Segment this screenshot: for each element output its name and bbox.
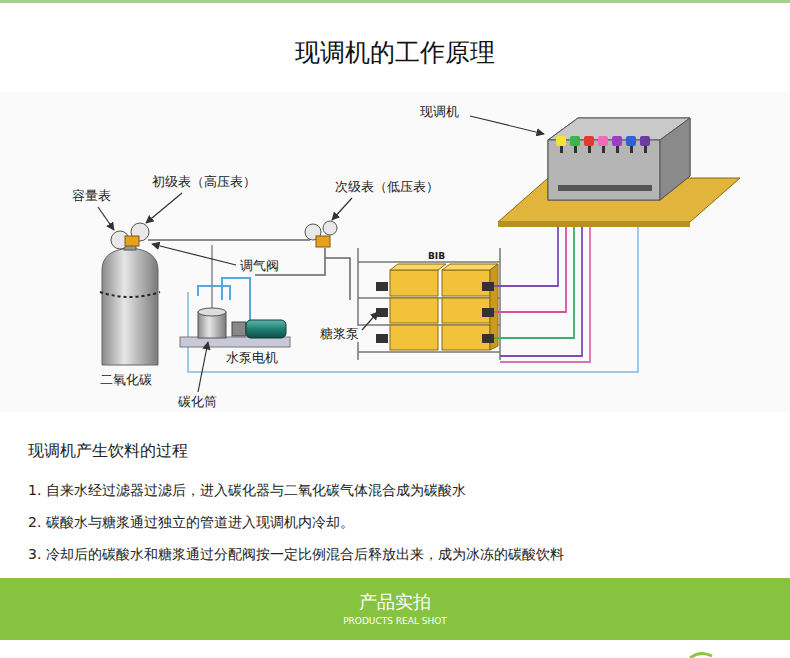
syrup-pumps <box>376 282 494 343</box>
pump-motor <box>232 320 286 338</box>
process-step: 1. 自来水经过滤器过滤后，进入碳化器与二氧化碳气体混合成为碳酸水 <box>28 482 466 499</box>
dispenser <box>548 118 690 200</box>
section-heading: 现调机产生饮料的过程 <box>28 441 188 460</box>
top-rule <box>0 0 790 3</box>
co2-cylinder <box>100 238 160 365</box>
part-label: 碳化筒 <box>176 394 219 410</box>
leader-line <box>98 116 544 392</box>
banner-title: 产品实拍 <box>359 591 431 613</box>
gas-pipe <box>148 239 310 241</box>
valves <box>556 136 650 153</box>
water-pipe <box>188 220 638 372</box>
part-label: BIB <box>428 251 445 262</box>
carbonator <box>180 308 290 347</box>
bib-boxes <box>390 264 498 350</box>
water-pipe <box>198 286 230 300</box>
diagram-ground <box>0 92 790 412</box>
corner-leaf <box>690 653 712 658</box>
part-label: 现调机 <box>418 104 461 120</box>
part-label: 调气阀 <box>238 258 281 274</box>
part-label: 水泵电机 <box>224 350 280 366</box>
process-step: 3. 冷却后的碳酸水和糖浆通过分配阀按一定比例混合后释放出来，成为冰冻的碳酸饮料 <box>28 546 564 563</box>
table-edge <box>498 222 690 227</box>
process-step: 2. 碳酸水与糖浆通过独立的管道进入现调机内冷却。 <box>28 514 354 531</box>
banner-band: 产品实拍 PRODUCTS REAL SHOT <box>0 578 790 640</box>
syrup-pipes <box>494 220 590 362</box>
part-label: 二氧化碳 <box>98 372 154 388</box>
part-label: 初级表（高压表） <box>150 174 258 190</box>
banner-subtitle: PRODUCTS REAL SHOT <box>343 616 447 627</box>
part-label: 糖浆泵 <box>318 326 361 342</box>
part-label: 次级表（低压表） <box>333 179 441 195</box>
title: 现调机的工作原理 <box>0 38 790 68</box>
gauge <box>111 221 337 249</box>
gas-pipe <box>325 248 350 300</box>
pole <box>211 245 213 312</box>
bib-rack <box>358 248 500 360</box>
part-label: 容量表 <box>70 188 113 204</box>
